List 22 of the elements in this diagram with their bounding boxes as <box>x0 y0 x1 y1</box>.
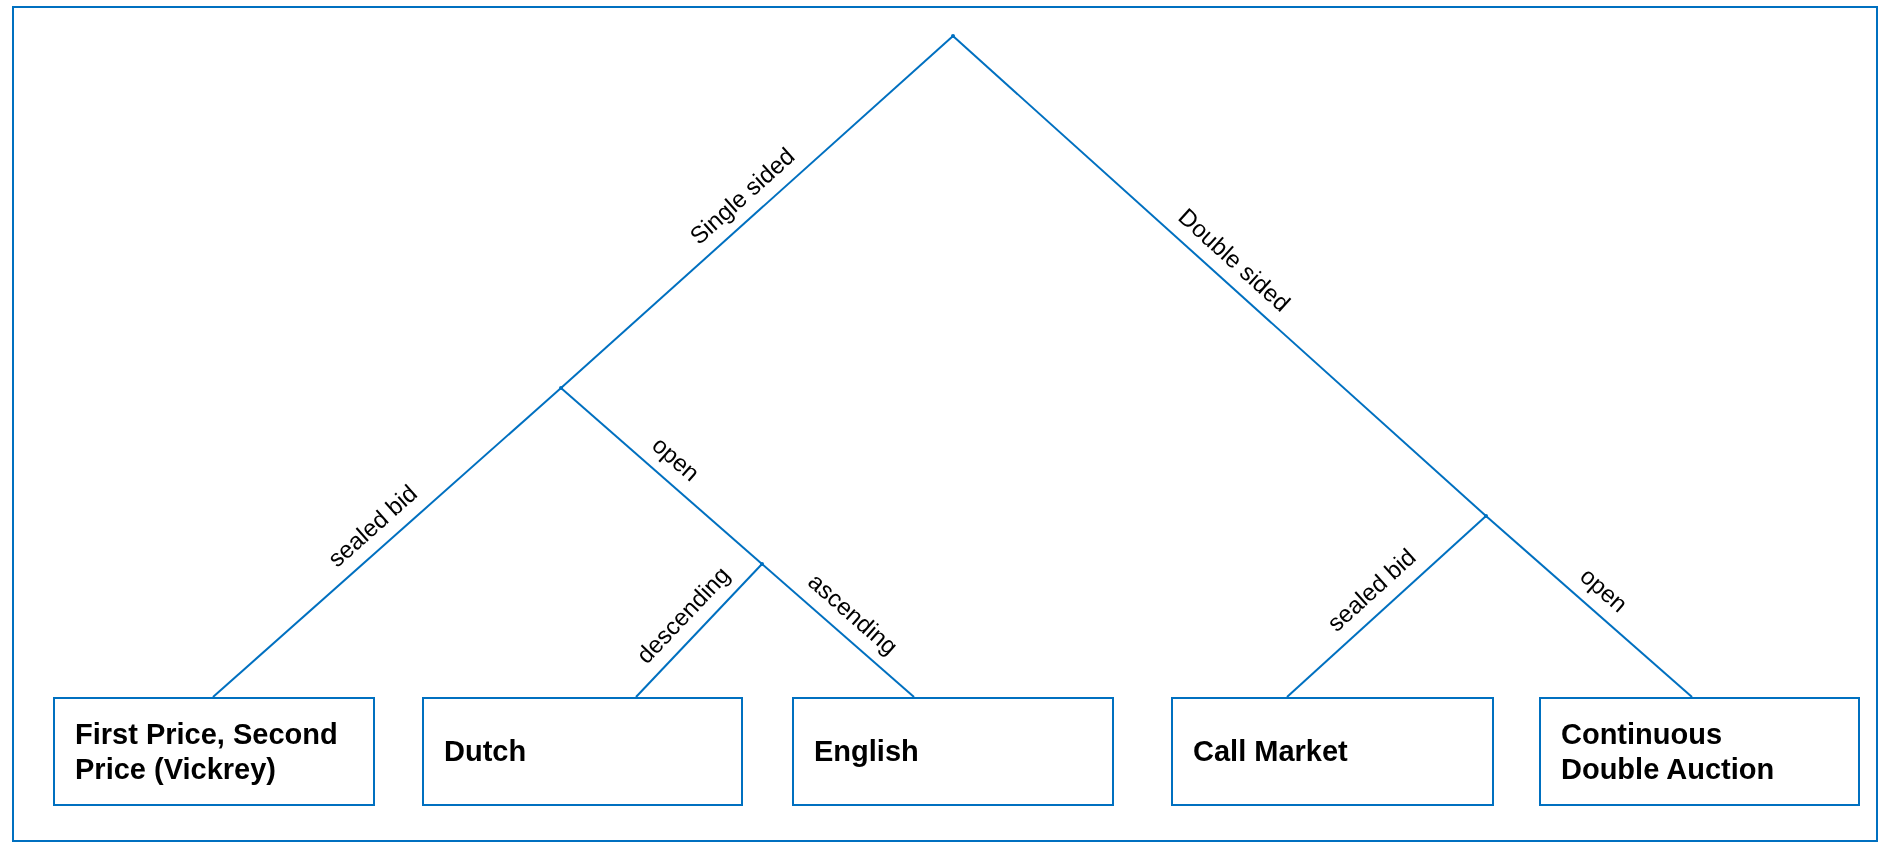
junction-point <box>951 34 955 38</box>
box-label: Continuous Double Auction <box>1561 716 1776 787</box>
branch-line <box>560 35 954 389</box>
branch-line <box>212 387 562 698</box>
junction-point <box>760 562 764 566</box>
category-box <box>792 697 1114 806</box>
junction-point <box>559 386 563 390</box>
category-box <box>53 697 375 806</box>
branch-line <box>635 563 763 698</box>
box-label: Dutch <box>444 734 527 769</box>
branch-line <box>1485 515 1693 698</box>
branch-line <box>560 387 763 565</box>
box-label: English <box>814 734 919 769</box>
box-label: Call Market <box>1193 734 1348 769</box>
category-box <box>1539 697 1860 806</box>
junction-point <box>1484 514 1488 518</box>
branch-line <box>1286 515 1487 698</box>
category-box <box>1171 697 1494 806</box>
branch-line <box>952 35 1487 517</box>
category-box <box>422 697 743 806</box>
box-label: First Price, Second Price (Vickrey) <box>75 716 339 787</box>
branch-line <box>761 563 915 698</box>
